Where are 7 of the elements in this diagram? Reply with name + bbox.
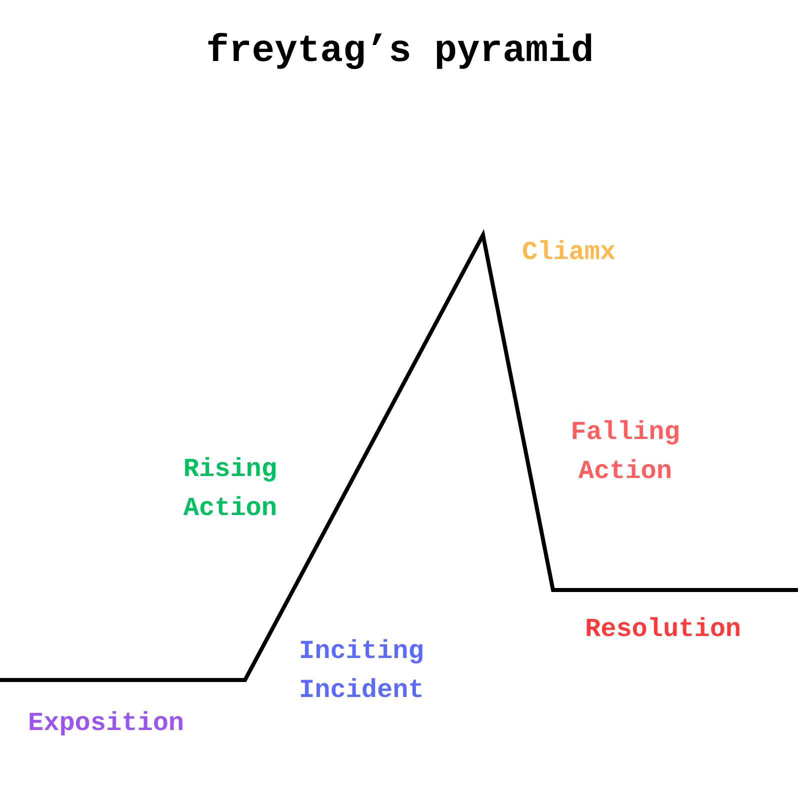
stage-label: Inciting Incident (299, 635, 425, 707)
stage-label: Resolution (585, 613, 742, 646)
title: freytag’s pyramid (205, 30, 595, 73)
stage-label: Exposition (28, 707, 184, 740)
stage-label: Rising Action (182, 453, 278, 525)
stage-label: Falling Action (570, 416, 681, 488)
stage-label: Cliamx (522, 236, 616, 269)
